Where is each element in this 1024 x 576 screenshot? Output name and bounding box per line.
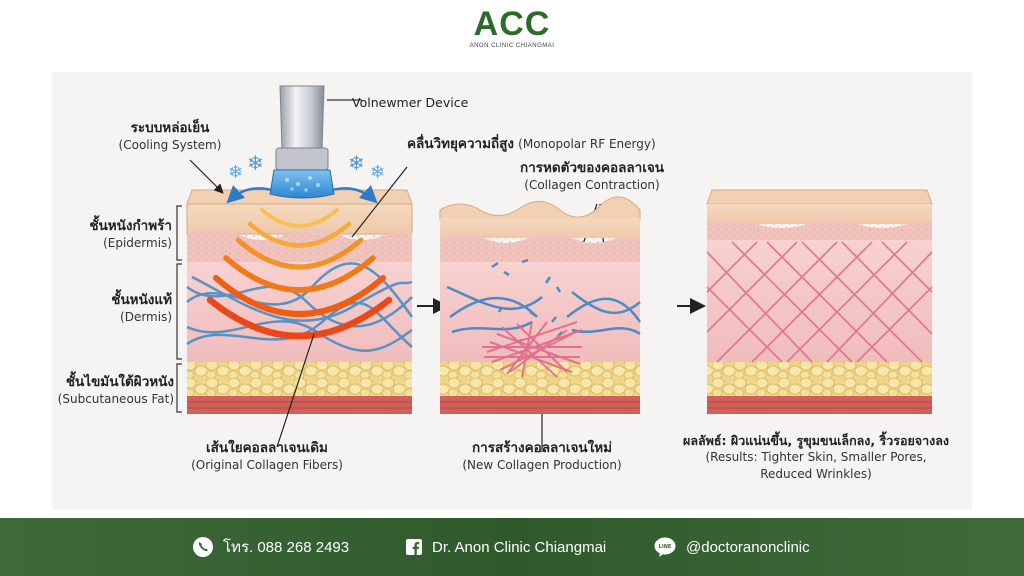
fat-label-en: (Subcutaneous Fat) bbox=[57, 392, 174, 406]
epidermis-label-th: ชั้นหนังกำพร้า bbox=[89, 218, 172, 234]
snowflake-icon: ❄ bbox=[228, 162, 243, 183]
dermis-label-en: (Dermis) bbox=[120, 310, 172, 324]
cooling-system-label-en: (Cooling System) bbox=[118, 138, 222, 152]
skin-block-contraction bbox=[439, 196, 642, 414]
original-collagen-label: เส้นใยคอลลาเจนเดิม (Original Collagen Fi… bbox=[172, 440, 362, 474]
rf-energy-waves bbox=[206, 208, 393, 340]
cooling-system-label-th: ระบบหล่อเย็น bbox=[130, 120, 210, 136]
logo-text: ACC bbox=[473, 5, 551, 43]
footer-line-text: @doctoranonclinic bbox=[686, 538, 810, 556]
footer-line[interactable]: LINE @doctoranonclinic bbox=[654, 535, 810, 559]
new-collagen-fibers bbox=[482, 321, 583, 378]
skin-block-result bbox=[706, 189, 933, 414]
epidermis-label: ชั้นหนังกำพร้า (Epidermis) bbox=[54, 218, 172, 252]
results-label-en-2: Reduced Wrinkles) bbox=[760, 467, 872, 481]
rf-energy-label-th: คลื่นวิทยุความถี่สูง bbox=[407, 136, 515, 152]
results-label: ผลลัพธ์: ผิวแน่นขึ้น, รูขุมขนเล็กลง, ริ้… bbox=[666, 432, 966, 483]
dermis-label: ชั้นหนังแท้ (Dermis) bbox=[54, 292, 172, 326]
skin-diagram: ❄ ❄ ❄ ❄ bbox=[176, 85, 933, 452]
layer-brackets bbox=[176, 205, 182, 413]
footer-contact-bar: โทร. 088 268 2493 Dr. Anon Clinic Chiang… bbox=[0, 518, 1024, 576]
line-icon: LINE bbox=[654, 537, 676, 557]
snowflake-icon: ❄ bbox=[348, 151, 365, 175]
footer-facebook-text: Dr. Anon Clinic Chiangmai bbox=[432, 538, 607, 556]
footer-phone[interactable]: โทร. 088 268 2493 bbox=[193, 535, 349, 559]
original-collagen-label-en: (Original Collagen Fibers) bbox=[191, 458, 343, 472]
footer-facebook[interactable]: Dr. Anon Clinic Chiangmai bbox=[406, 535, 606, 559]
volnewmer-device bbox=[269, 85, 362, 199]
new-collagen-label-th: การสร้างคอลลาเจนใหม่ bbox=[471, 440, 613, 456]
logo-subtitle: ANON CLINIC CHIANGMAI bbox=[469, 43, 555, 49]
results-label-th: ผลลัพธ์: ผิวแน่นขึ้น, รูขุมขนเล็กลง, ริ้… bbox=[683, 433, 949, 448]
diagram-panel: ❄ ❄ ❄ ❄ bbox=[52, 72, 972, 510]
original-collagen-label-th: เส้นใยคอลลาเจนเดิม bbox=[206, 440, 328, 456]
cooling-system-label: ระบบหล่อเย็น (Cooling System) bbox=[110, 120, 230, 154]
dermis-label-th: ชั้นหนังแท้ bbox=[111, 292, 172, 308]
device-label: Volnewmer Device bbox=[352, 95, 469, 110]
clinic-logo[interactable]: ACC ANON CLINIC CHIANGMAI bbox=[462, 6, 562, 62]
rf-energy-label: คลื่นวิทยุความถี่สูง (Monopolar RF Energ… bbox=[407, 136, 656, 153]
facebook-icon bbox=[406, 539, 422, 555]
svg-text:LINE: LINE bbox=[659, 544, 672, 550]
snowflake-icon: ❄ bbox=[370, 162, 385, 183]
skin-block-original bbox=[186, 189, 414, 414]
contracted-collagen bbox=[446, 258, 642, 344]
footer-phone-text: โทร. 088 268 2493 bbox=[223, 539, 350, 556]
fat-label: ชั้นไขมันใต้ผิวหนัง (Subcutaneous Fat) bbox=[52, 374, 174, 408]
tightened-collagen-mesh bbox=[706, 241, 933, 363]
phone-icon bbox=[193, 537, 213, 557]
results-label-en-1: (Results: Tighter Skin, Smaller Pores, bbox=[705, 450, 927, 464]
contraction-label-en: (Collagen Contraction) bbox=[524, 178, 660, 192]
snowflake-icon: ❄ bbox=[247, 151, 264, 175]
new-collagen-label: การสร้างคอลลาเจนใหม่ (New Collagen Produ… bbox=[442, 440, 642, 474]
fat-label-th: ชั้นไขมันใต้ผิวหนัง bbox=[65, 374, 174, 390]
epidermis-label-en: (Epidermis) bbox=[103, 236, 172, 250]
header: ACC ANON CLINIC CHIANGMAI bbox=[0, 0, 1024, 66]
new-collagen-label-en: (New Collagen Production) bbox=[462, 458, 622, 472]
contraction-label: การหดตัวของคอลลาเจน (Collagen Contractio… bbox=[492, 160, 692, 194]
contraction-label-th: การหดตัวของคอลลาเจน bbox=[520, 160, 664, 176]
rf-energy-label-en: (Monopolar RF Energy) bbox=[518, 137, 656, 151]
cooling-indicators: ❄ ❄ ❄ ❄ bbox=[226, 151, 385, 204]
